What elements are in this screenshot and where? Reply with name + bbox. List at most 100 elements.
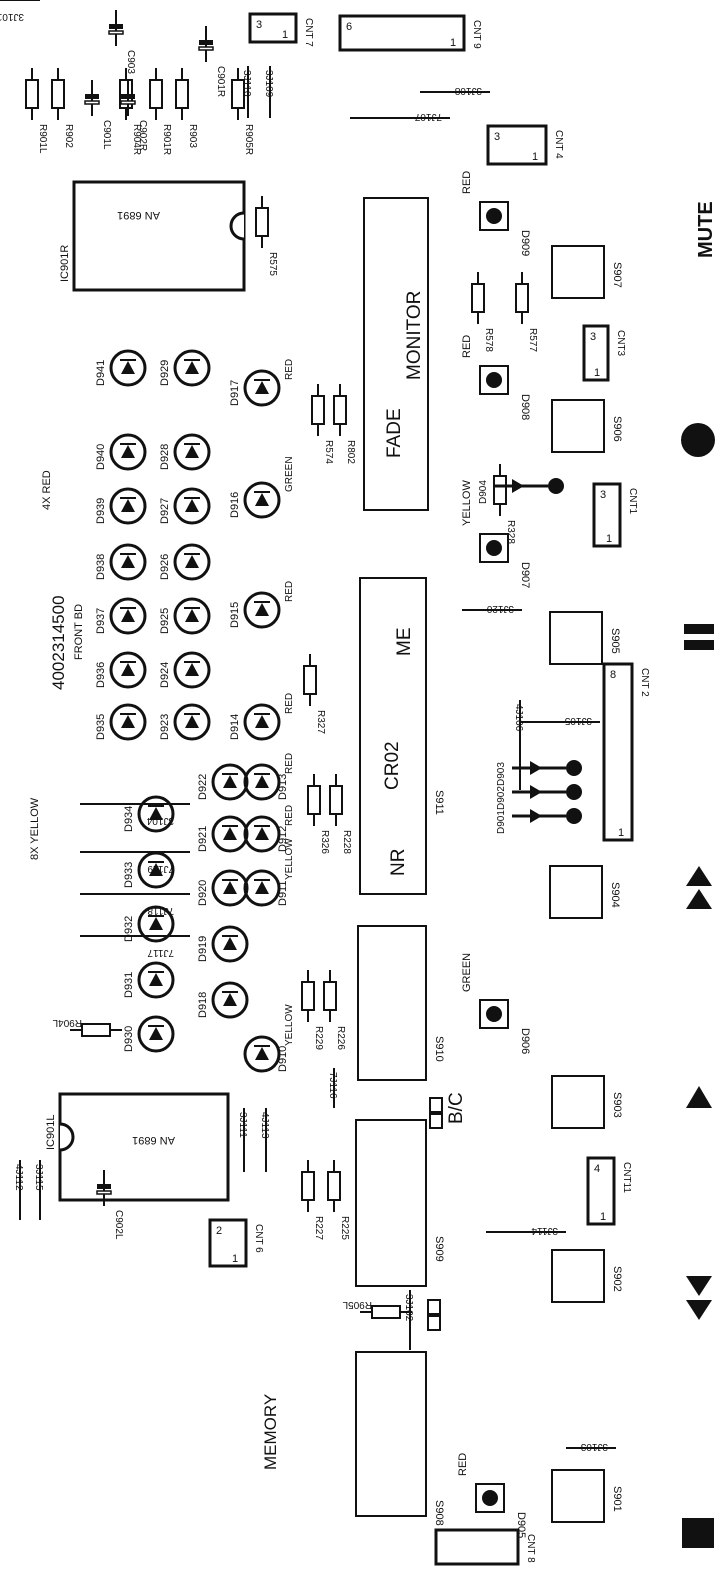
resistor-label: R226 xyxy=(335,1026,346,1050)
led-d919: D919 xyxy=(197,925,249,963)
led-color: GREEN xyxy=(284,456,295,492)
resistor-label: R905L xyxy=(342,1299,372,1310)
connector-label: CNT 8 xyxy=(525,1534,536,1563)
tact-switch-s905[interactable]: S905 xyxy=(549,611,621,665)
resistor-r578: R578 xyxy=(471,272,494,352)
jumper-3j104: 3J104 xyxy=(80,803,190,826)
led-color: YELLOW xyxy=(284,1004,295,1046)
tact-switch-s902[interactable]: S902 xyxy=(551,1249,623,1303)
led-ref: D909 xyxy=(519,230,531,256)
tact-switch-s907[interactable]: S907 xyxy=(551,245,623,299)
jumper-7j119: 7J119 xyxy=(80,851,190,874)
record-dot-icon[interactable] xyxy=(681,423,715,457)
diode-d904: D904 xyxy=(478,478,564,504)
led-color: RED xyxy=(284,581,295,602)
tact-switch-s904[interactable]: S904 xyxy=(549,865,621,919)
s911-switch[interactable]: NR CR02 ME S911 xyxy=(359,577,445,895)
resistor-label: R225 xyxy=(339,1216,350,1240)
jumper-label: 7J116 xyxy=(327,1072,338,1099)
led-d909: D909 RED xyxy=(461,171,531,257)
jumper-3j103: 3J103 xyxy=(566,1441,616,1452)
jumper-label: 3J103 xyxy=(580,1441,608,1452)
s910-switch[interactable]: S910 xyxy=(357,925,445,1081)
led-d941: D941 xyxy=(95,349,147,387)
led-color: RED xyxy=(461,171,473,194)
board-name: FRONT BD xyxy=(73,604,85,660)
led-d938: D938 xyxy=(95,543,147,581)
ic-901l: AN 6891 IC901L xyxy=(45,1092,230,1202)
play-icon[interactable] xyxy=(686,1086,712,1108)
led-d927: D927 xyxy=(159,487,211,525)
rewind-icon[interactable] xyxy=(686,1276,712,1320)
led-d928: D928 xyxy=(159,433,211,471)
tact-switches: S901 S902 S903 S904 S905 S906 S907 xyxy=(549,245,623,1523)
tact-switch-label: S903 xyxy=(611,1092,623,1118)
resistor-r328: R328 xyxy=(493,464,516,544)
jumper-3j114: 3J114 xyxy=(486,1225,566,1236)
led-ref: D929 xyxy=(159,360,171,386)
jumper-label: 3J110 xyxy=(241,70,252,97)
led-ref: D932 xyxy=(123,916,135,942)
tact-switch-s903[interactable]: S903 xyxy=(551,1075,623,1129)
capacitor-c901r: C901R xyxy=(198,26,226,97)
jumper-7j116: 7J116 xyxy=(327,1068,338,1108)
led-ref: D931 xyxy=(123,972,135,998)
led-d916: D916 GREEN xyxy=(229,456,295,519)
jumper-4j113: 4J113 xyxy=(259,1108,270,1172)
connector-label: CNT1 xyxy=(627,488,638,515)
jumper-label: 3J120 xyxy=(486,603,514,614)
led-color: RED xyxy=(457,1453,469,1476)
jumper-3j101: 3J101 xyxy=(0,0,40,22)
jumper-label: 4J112 xyxy=(13,1164,24,1191)
fast-forward-icon[interactable] xyxy=(686,866,712,909)
bc-marking: B/C xyxy=(429,1092,467,1129)
tact-switch-s901[interactable]: S901 xyxy=(551,1469,623,1523)
svg-text:S909: S909 xyxy=(433,1236,445,1262)
jumper-3j110: 3J110 xyxy=(241,66,252,118)
connector-label: CNT 6 xyxy=(253,1224,264,1253)
jumper-label: 3J109 xyxy=(263,70,274,98)
stop-icon[interactable] xyxy=(682,1518,714,1548)
fade-monitor-switch[interactable]: FADE MONITOR xyxy=(363,197,429,511)
connector-pin: 1 xyxy=(232,1253,238,1265)
led-ref: D908 xyxy=(519,394,531,420)
led-ref: D916 xyxy=(229,492,241,518)
jumper-label: 4J106 xyxy=(513,704,524,732)
resistor-r229: R229 xyxy=(301,970,324,1050)
jumper-4j112: 4J112 xyxy=(13,1160,24,1220)
resistor-label: R229 xyxy=(313,1026,324,1050)
led-color: RED xyxy=(284,359,295,380)
s909-switch[interactable]: S909 xyxy=(355,1119,445,1287)
pause-icon[interactable] xyxy=(684,624,714,650)
led-ref: D922 xyxy=(197,774,209,800)
resistor-label: R904L xyxy=(52,1017,82,1028)
capacitor-label: C902L xyxy=(113,1210,124,1240)
led-d922: D922 xyxy=(197,763,249,801)
led-ref: D907 xyxy=(519,562,531,588)
resistor-r228: R228 xyxy=(329,774,352,854)
jumper-label: 3J104 xyxy=(146,815,174,826)
board-part-number: 4002314500 xyxy=(49,595,68,690)
connector-pin: 3 xyxy=(494,131,500,143)
s908-switch[interactable]: S908 xyxy=(355,1351,445,1526)
capacitor-label: C901R xyxy=(215,66,226,97)
led-color: RED xyxy=(284,805,295,826)
resistor-r902: R902 xyxy=(51,68,74,148)
connector-pin: 1 xyxy=(532,151,538,163)
jumper-label: 7J118 xyxy=(147,905,174,916)
led-ref: D938 xyxy=(95,554,107,580)
jumper-7j117: 7J117 xyxy=(80,935,190,958)
svg-text:CR02: CR02 xyxy=(382,741,403,790)
led-d933: D933 xyxy=(123,851,175,889)
mute-label[interactable]: MUTE xyxy=(695,201,717,258)
svg-text:AN 6891: AN 6891 xyxy=(117,209,160,221)
tact-switch-s906[interactable]: S906 xyxy=(551,399,623,453)
capacitor-c902r: C902R xyxy=(120,80,148,151)
